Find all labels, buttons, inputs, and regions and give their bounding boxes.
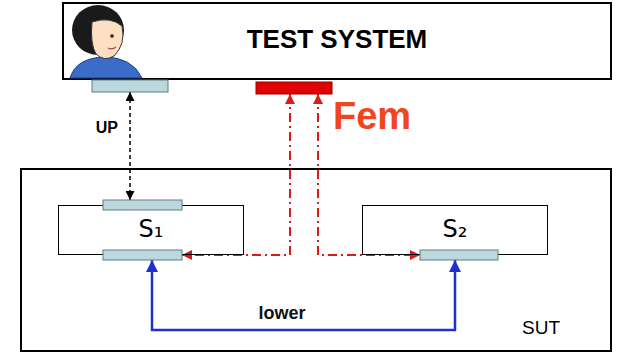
person-shirt [70, 57, 142, 78]
fem-label: Fem [333, 96, 411, 136]
person-icon [70, 5, 142, 78]
connector-group [130, 92, 455, 330]
node-label: SUT [22, 317, 610, 339]
lower-link [152, 260, 455, 330]
node-label: S₂ [363, 206, 547, 252]
system-under-test-box: SUT S₁ S₂ [20, 168, 612, 352]
edge-label-holder: lower [258, 302, 305, 324]
edge-label: lower [258, 302, 305, 324]
interface-port [103, 250, 182, 260]
system-box: TEST SYSTEM [62, 2, 612, 80]
edge-label-holder: UP [96, 118, 118, 138]
fem-port [256, 82, 332, 94]
subsystem-box: S₁ [58, 205, 244, 255]
person-mouth [108, 47, 116, 49]
interface-port [103, 200, 182, 210]
edge-label: UP [96, 118, 118, 138]
label-holder: Fem [333, 96, 411, 136]
subsystem-box: S₂ [362, 205, 548, 255]
person-hair [72, 5, 124, 55]
up-link [129, 92, 131, 200]
person-eye [110, 34, 114, 38]
person-face [92, 20, 124, 59]
fem-link [182, 94, 290, 255]
interface-port [420, 250, 498, 260]
fem-link [318, 94, 420, 255]
node-label: S₁ [59, 206, 243, 252]
interface-port [92, 80, 168, 92]
node-label: TEST SYSTEM [64, 24, 610, 54]
